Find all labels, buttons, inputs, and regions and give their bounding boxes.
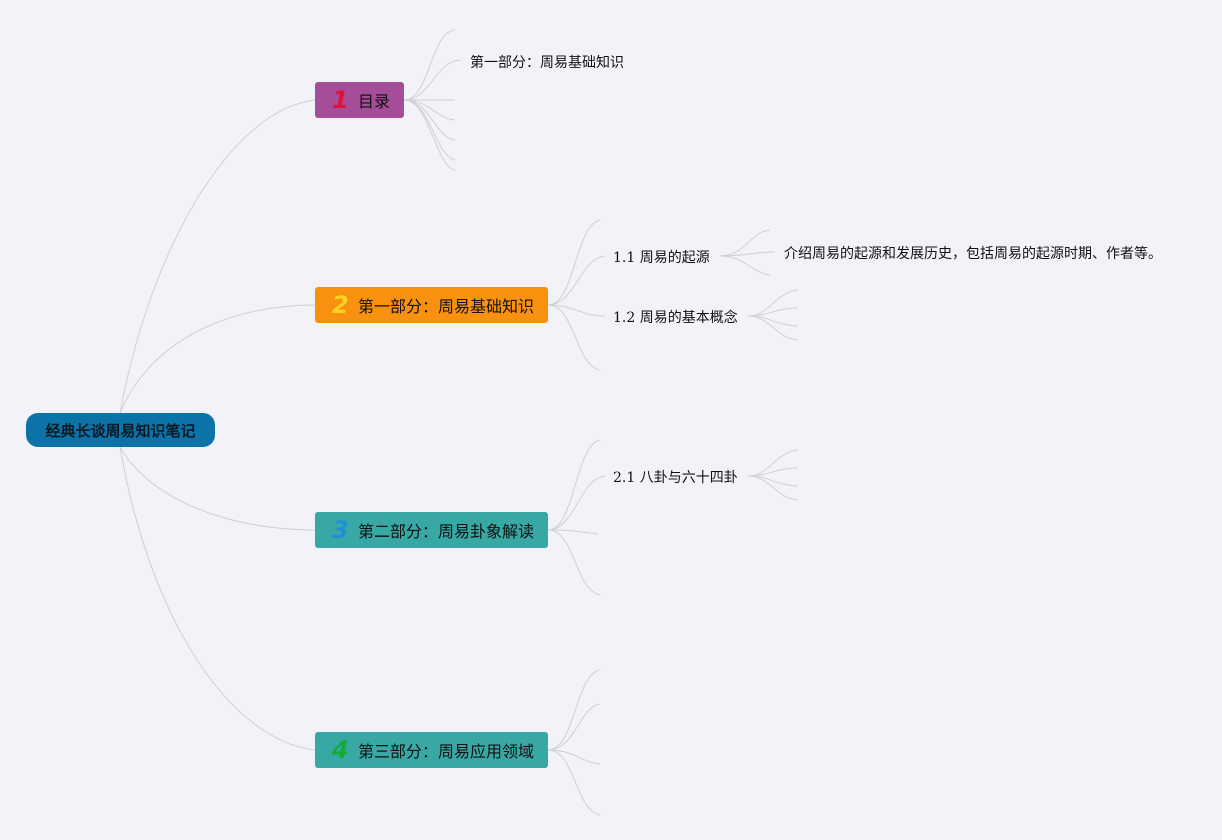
branch-number-badge: 2 [332,291,349,319]
branch-label: 第二部分：周易卦象解读 [358,522,535,541]
root-node[interactable]: 经典长谈周易知识笔记 [26,413,215,447]
branch-node-part1[interactable]: 2 第一部分：周易基础知识 [315,287,548,323]
branch-node-toc[interactable]: 1 目录 [315,82,404,118]
branch-node-part2[interactable]: 3 第二部分：周易卦象解读 [315,512,548,548]
root-label: 经典长谈周易知识笔记 [45,421,196,440]
topic-detail-origin[interactable]: 介绍周易的起源和发展历史，包括周易的起源时期、作者等。 [784,246,1162,262]
branch-number-badge: 3 [332,516,349,544]
topic-node-origin[interactable]: 1.1 周易的起源 [613,250,710,266]
topic-node-basic-concepts[interactable]: 1.2 周易的基本概念 [613,310,738,326]
branch-label: 第三部分：周易应用领域 [358,742,535,761]
branch-node-part3[interactable]: 4 第三部分：周易应用领域 [315,732,548,768]
branch-label: 第一部分：周易基础知识 [358,297,535,316]
topic-node-trigrams[interactable]: 2.1 八卦与六十四卦 [613,470,738,486]
branch-number-badge: 4 [332,736,349,764]
branch-label: 目录 [358,92,391,111]
toc-item[interactable]: 第一部分：周易基础知识 [470,55,624,71]
branch-number-badge: 1 [332,86,349,114]
